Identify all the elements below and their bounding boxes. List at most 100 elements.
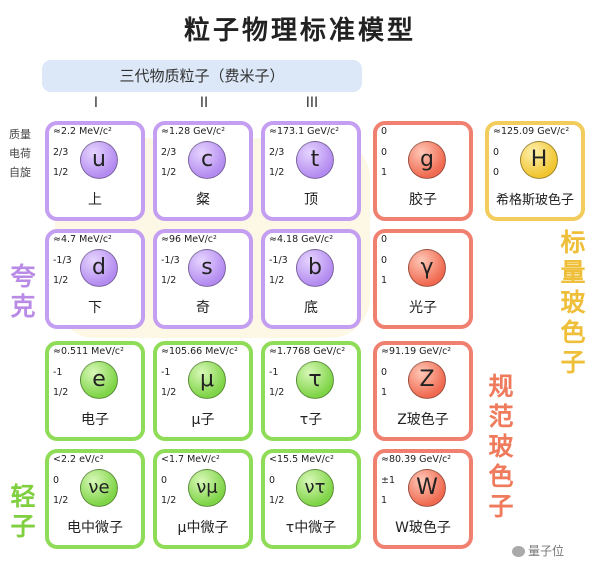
mass-value: ≈1.7768 GeV/c² bbox=[269, 346, 346, 357]
generation-3-label: III bbox=[305, 95, 319, 111]
gauge-bosons-label: 规范玻色子 bbox=[488, 372, 514, 521]
watermark: 量子位 bbox=[512, 542, 564, 559]
spin-value: 1/2 bbox=[269, 275, 285, 286]
watermark-text: 量子位 bbox=[528, 544, 565, 558]
charge-value: -1/3 bbox=[161, 255, 180, 266]
particle-symbol: c bbox=[188, 141, 226, 179]
particle-symbol: τ bbox=[296, 361, 334, 399]
mass-value: ≈80.39 GeV/c² bbox=[381, 454, 452, 465]
charge-value: ±1 bbox=[381, 475, 396, 486]
particle-w-boson: ≈80.39 GeV/c² ±1 1 W W玻色子 bbox=[373, 449, 473, 549]
particle-symbol: Z bbox=[408, 361, 446, 399]
charge-value: 2/3 bbox=[269, 147, 285, 158]
particle-muon: ≈105.66 MeV/c² -1 1/2 μ μ子 bbox=[153, 341, 253, 441]
particle-name: W玻色子 bbox=[395, 520, 451, 536]
mass-value: ≈4.7 MeV/c² bbox=[53, 234, 112, 245]
particle-tau-neutrino: <15.5 MeV/c² 0 1/2 ντ τ中微子 bbox=[261, 449, 361, 549]
particle-charm: ≈1.28 GeV/c² 2/3 1/2 c 粲 bbox=[153, 121, 253, 221]
particle-electron: ≈0.511 MeV/c² -1 1/2 e 电子 bbox=[45, 341, 145, 441]
spin-row-label: 自旋 bbox=[9, 166, 31, 179]
particle-name: 底 bbox=[304, 300, 318, 316]
generation-1-label: I bbox=[93, 95, 99, 111]
particle-photon: 0 0 1 γ 光子 bbox=[373, 229, 473, 329]
spin-value: 1 bbox=[381, 495, 388, 506]
particle-z-boson: ≈91.19 GeV/c² 0 1 Z Z玻色子 bbox=[373, 341, 473, 441]
charge-value: -1 bbox=[53, 367, 63, 378]
particle-name: 下 bbox=[88, 300, 102, 316]
spin-value: 1/2 bbox=[269, 167, 285, 178]
mass-value: <15.5 MeV/c² bbox=[269, 454, 334, 465]
particle-up: ≈2.2 MeV/c² 2/3 1/2 u 上 bbox=[45, 121, 145, 221]
particle-symbol: νe bbox=[80, 469, 118, 507]
particle-name: μ中微子 bbox=[177, 520, 229, 536]
mass-value: ≈125.09 GeV/c² bbox=[493, 126, 570, 137]
particle-gluon: 0 0 1 g 胶子 bbox=[373, 121, 473, 221]
charge-value: 2/3 bbox=[161, 147, 177, 158]
particle-name: 胶子 bbox=[409, 192, 437, 208]
spin-value: 1/2 bbox=[161, 275, 177, 286]
mass-row-label: 质量 bbox=[9, 128, 31, 141]
generation-2-label: II bbox=[199, 95, 209, 111]
spin-value: 1/2 bbox=[269, 495, 285, 506]
spin-value: 1/2 bbox=[269, 387, 285, 398]
particle-name: 电中微子 bbox=[67, 520, 123, 536]
spin-value: 1/2 bbox=[161, 387, 177, 398]
wechat-icon bbox=[512, 546, 525, 557]
charge-value: 0 bbox=[269, 475, 276, 486]
spin-value: 1 bbox=[381, 167, 388, 178]
particle-name: τ子 bbox=[299, 412, 323, 428]
mass-value: 0 bbox=[381, 234, 388, 245]
particle-down: ≈4.7 MeV/c² -1/3 1/2 d 下 bbox=[45, 229, 145, 329]
particle-symbol: s bbox=[188, 249, 226, 287]
particle-name: 奇 bbox=[196, 300, 210, 316]
particle-symbol: u bbox=[80, 141, 118, 179]
spin-value: 1/2 bbox=[53, 167, 69, 178]
particle-name: μ子 bbox=[191, 412, 215, 428]
leptons-label: 轻子 bbox=[10, 482, 36, 541]
spin-value: 1/2 bbox=[53, 387, 69, 398]
particle-symbol: ντ bbox=[296, 469, 334, 507]
spin-value: 1 bbox=[381, 387, 388, 398]
mass-value: ≈4.18 GeV/c² bbox=[269, 234, 334, 245]
charge-value: 0 bbox=[493, 147, 500, 158]
quarks-label: 夸克 bbox=[10, 262, 36, 321]
particle-symbol: νμ bbox=[188, 469, 226, 507]
scalar-bosons-label: 标量玻色子 bbox=[560, 228, 586, 377]
charge-value: 0 bbox=[381, 367, 388, 378]
particle-symbol: H bbox=[520, 141, 558, 179]
charge-value: -1 bbox=[161, 367, 171, 378]
charge-value: 0 bbox=[381, 255, 388, 266]
particle-top: ≈173.1 GeV/c² 2/3 1/2 t 顶 bbox=[261, 121, 361, 221]
particle-name: Z玻色子 bbox=[397, 412, 449, 428]
particle-strange: ≈96 MeV/c² -1/3 1/2 s 奇 bbox=[153, 229, 253, 329]
spin-value: 1 bbox=[381, 275, 388, 286]
spin-value: 0 bbox=[493, 167, 500, 178]
mass-value: ≈91.19 GeV/c² bbox=[381, 346, 452, 357]
charge-value: 0 bbox=[161, 475, 168, 486]
particle-symbol: e bbox=[80, 361, 118, 399]
mass-value: ≈96 MeV/c² bbox=[161, 234, 217, 245]
particle-bottom: ≈4.18 GeV/c² -1/3 1/2 b 底 bbox=[261, 229, 361, 329]
particle-symbol: t bbox=[296, 141, 334, 179]
row-labels: 质量 电荷 自旋 bbox=[9, 125, 45, 182]
mass-value: <2.2 eV/c² bbox=[53, 454, 104, 465]
particle-symbol: W bbox=[408, 469, 446, 507]
particle-electron-neutrino: <2.2 eV/c² 0 1/2 νe 电中微子 bbox=[45, 449, 145, 549]
particle-name: 粲 bbox=[196, 192, 210, 208]
page-title: 粒子物理标准模型 bbox=[183, 16, 416, 46]
particle-name: 上 bbox=[88, 192, 102, 208]
mass-value: ≈105.66 MeV/c² bbox=[161, 346, 238, 357]
particle-name: 希格斯玻色子 bbox=[495, 193, 574, 208]
particle-symbol: d bbox=[80, 249, 118, 287]
mass-value: <1.7 MeV/c² bbox=[161, 454, 220, 465]
particle-muon-neutrino: <1.7 MeV/c² 0 1/2 νμ μ中微子 bbox=[153, 449, 253, 549]
charge-value: -1/3 bbox=[269, 255, 288, 266]
particle-name: 顶 bbox=[304, 192, 318, 208]
spin-value: 1/2 bbox=[53, 275, 69, 286]
charge-value: -1/3 bbox=[53, 255, 72, 266]
mass-value: ≈0.511 MeV/c² bbox=[53, 346, 124, 357]
particle-symbol: μ bbox=[188, 361, 226, 399]
particle-symbol: g bbox=[408, 141, 446, 179]
spin-value: 1/2 bbox=[161, 495, 177, 506]
mass-value: ≈2.2 MeV/c² bbox=[53, 126, 112, 137]
